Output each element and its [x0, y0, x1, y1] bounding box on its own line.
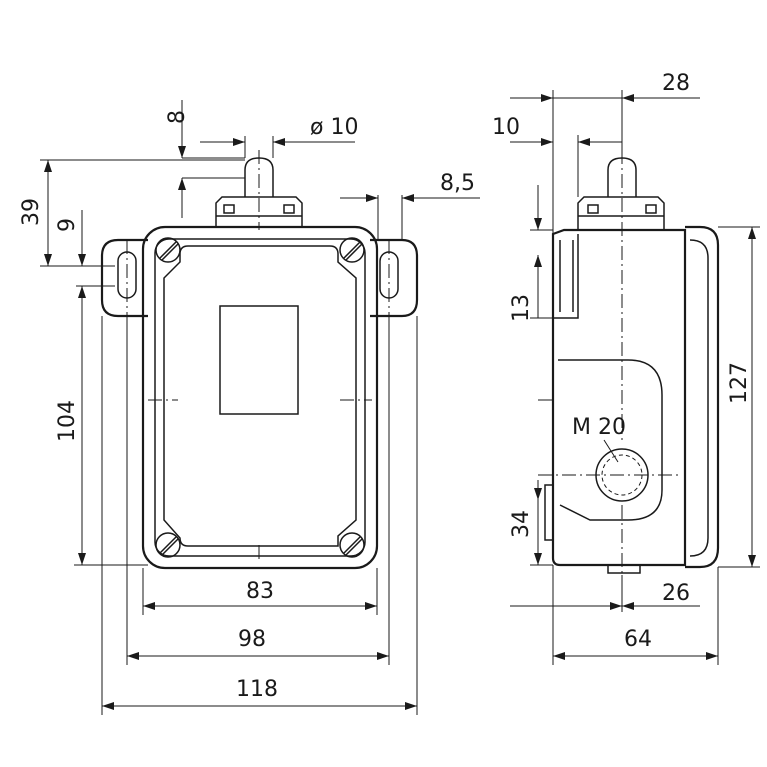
dim-side-10: 10 [492, 115, 520, 140]
housing-lid [154, 238, 366, 557]
dim-front-118: 118 [236, 677, 278, 702]
dim-front-diameter-10: ø 10 [310, 115, 358, 140]
side-flange-tab [552, 234, 579, 319]
label-window [219, 305, 299, 415]
mounting-flange [100, 238, 419, 318]
side-dimension-lines [510, 90, 760, 665]
screw-bottom-right [339, 532, 365, 558]
front-dimension-lines [40, 100, 480, 715]
dim-front-98: 98 [238, 627, 266, 652]
side-body [551, 228, 687, 567]
front-view [100, 150, 419, 570]
side-view [538, 150, 720, 575]
side-cable-boss [558, 359, 663, 521]
screw-bottom-left [155, 532, 181, 558]
dim-front-8: 8 [165, 110, 190, 124]
inner-panel [163, 245, 357, 547]
side-actuator-base [577, 196, 665, 230]
dim-side-34: 34 [509, 510, 534, 538]
dim-front-83: 83 [246, 579, 274, 604]
dim-side-127: 127 [727, 362, 752, 404]
dim-side-m20: M 20 [572, 415, 626, 440]
side-lid-inner [689, 239, 709, 557]
dim-side-13: 13 [509, 294, 534, 322]
dim-front-104: 104 [55, 400, 80, 442]
screw-top-left [155, 237, 181, 263]
dim-side-26: 26 [662, 581, 690, 606]
screw-top-right [339, 237, 365, 263]
dim-front-9: 9 [55, 218, 80, 232]
dim-side-64: 64 [624, 627, 652, 652]
housing-outer [141, 225, 379, 570]
dim-side-28: 28 [662, 71, 690, 96]
dim-front-39: 39 [19, 198, 44, 226]
dim-front-8-5: 8,5 [440, 171, 475, 196]
side-lid [685, 225, 720, 569]
